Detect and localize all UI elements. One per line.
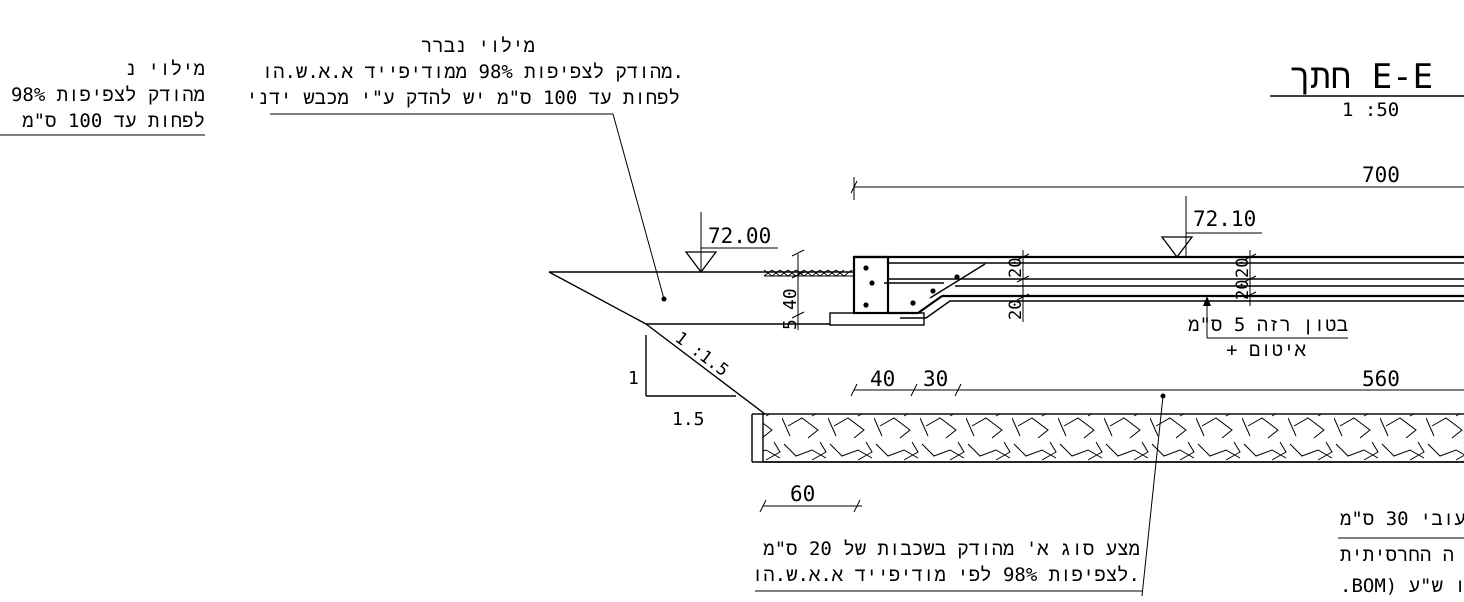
dim-wall-40: 40 [780, 288, 801, 310]
dim-inner: 40 30 560 [850, 367, 1464, 397]
svg-text:ה החרסיתית: ה החרסיתית [1340, 544, 1454, 566]
level-right: 72.10 [1193, 207, 1256, 231]
svg-text:מילוי נברר: מילוי נברר [421, 35, 535, 57]
level-marker-left: 72.00 [684, 212, 778, 274]
note-right-cut: עובי 30 ס"מ ה החרסיתית .BOM) או ש"ע [1338, 508, 1464, 597]
dim-wall-5: 5 [780, 319, 801, 330]
slope-run: 1.5 [672, 409, 705, 430]
dim-layer-20b: 20 [1006, 300, 1026, 320]
concrete-slab [829, 255, 1464, 326]
section-scale: 1 :50 [1342, 99, 1399, 121]
svg-text:לפחות עד 100 ס"מ: לפחות עד 100 ס"מ [22, 110, 205, 132]
dim-layer-20c: 20 [1233, 258, 1253, 278]
svg-text:מהודק לצפיפות 98%: מהודק לצפיפות 98% [11, 84, 205, 106]
dim-700: 700 [1362, 163, 1400, 187]
dim-layer-20d: 20 [1233, 280, 1253, 300]
svg-text:+ איטום: + איטום [1226, 339, 1306, 361]
dim-slab-layers-left: 20 20 [1006, 250, 1030, 322]
dim-slab-layers-right: 20 20 [1233, 250, 1257, 306]
svg-text:לצפיפות 98% לפי מודיפייד א.א.: לצפיפות 98% לפי מודיפייד א.א.ש.הו. [752, 564, 1140, 586]
dim-40: 40 [870, 367, 895, 391]
svg-text:עובי 30 ס"מ: עובי 30 ס"מ [1340, 508, 1464, 530]
base-course [751, 393, 1464, 597]
dim-30: 30 [923, 367, 948, 391]
dim-560: 560 [1362, 367, 1400, 391]
dim-wall-height: 40 5 [780, 249, 805, 330]
level-marker-right: 72.10 [1160, 196, 1262, 259]
svg-text:.BOM) או ש"ע: .BOM) או ש"ע [1340, 575, 1464, 597]
dim-overall: 700 [850, 163, 1464, 200]
soil-hatch [763, 269, 854, 277]
dim-60: 60 [790, 482, 815, 506]
svg-text:מצע סוג א' מהודק בשכבות של 20: מצע סוג א' מהודק בשכבות של 20 ס"מ [763, 538, 1140, 560]
dim-base-offset: 60 [759, 482, 862, 513]
concrete-note-leader [1203, 296, 1348, 339]
section-title-block: חתך E-E 1 :50 [1270, 57, 1464, 121]
note-concrete: בטון רזה 5 ס"מ + איטום [1188, 314, 1348, 361]
dim-layer-20a: 20 [1006, 258, 1026, 278]
section-title: חתך E-E [1290, 57, 1433, 97]
slope-indicator: 1 :1.5 1 1.5 [628, 328, 736, 430]
note-base: מצע סוג א' מהודק בשכבות של 20 ס"מ לצפיפו… [752, 538, 1142, 592]
svg-text:בטון רזה 5 ס"מ: בטון רזה 5 ס"מ [1188, 314, 1348, 336]
note-fill-left: מילוי נ מהודק לצפיפות 98% לפחות עד 100 ס… [0, 58, 205, 136]
level-left: 72.00 [708, 224, 771, 248]
slope-rise: 1 [628, 368, 639, 389]
note-fill-main: מילוי נברר מהודק לצפיפות 98% ממודיפייד א… [246, 35, 684, 115]
svg-text:מהודק לצפיפות 98% ממודיפייד א.: מהודק לצפיפות 98% ממודיפייד א.א.ש.הו. [262, 61, 684, 83]
slope-ratio: 1 :1.5 [671, 328, 732, 381]
svg-text:מילוי נ: מילוי נ [125, 58, 205, 80]
svg-text:לפחות עד 100 ס"מ יש להדק ע"י מ: לפחות עד 100 ס"מ יש להדק ע"י מכבש ידני [246, 87, 680, 109]
